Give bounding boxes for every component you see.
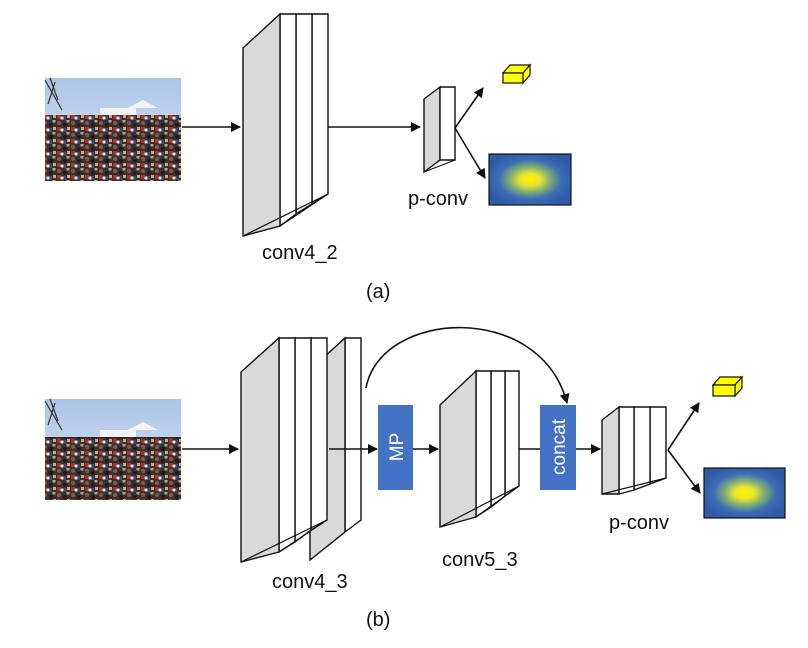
concat-label: concat	[549, 418, 570, 475]
mp-label: MP	[387, 433, 408, 462]
max-pool-box: MP	[378, 405, 413, 490]
p-conv-block-a	[423, 85, 456, 174]
arrow-to-density-b	[667, 449, 701, 494]
conv4_3-block	[240, 336, 362, 563]
conv5_3-block	[439, 369, 520, 528]
crowd-image-a	[44, 77, 181, 181]
density-map-b	[703, 467, 786, 519]
caption-b: (b)	[366, 609, 390, 631]
box-output-icon-b	[711, 375, 744, 398]
arrow-to-density-a	[454, 127, 486, 179]
arrow-to-box-b	[667, 402, 700, 451]
panel-b: conv4_3 MP conv5_3 concat	[44, 326, 786, 631]
conv4_3-label: conv4_3	[272, 571, 348, 593]
crowd-image-b	[44, 398, 181, 500]
density-map-a	[488, 153, 572, 206]
box-output-icon-a	[501, 63, 532, 85]
p-conv-label-a: p-conv	[408, 188, 468, 210]
panel-a: conv4_2 p-conv (a)	[44, 12, 572, 303]
skip-connection-arrow	[365, 326, 570, 404]
concat-box: concat	[540, 405, 576, 490]
p-conv-label-b: p-conv	[609, 512, 669, 534]
caption-a: (a)	[366, 281, 390, 303]
conv4_2-label: conv4_2	[262, 242, 338, 264]
arrow-to-box-a	[454, 87, 484, 129]
p-conv-block-b	[601, 405, 667, 495]
conv4_2-block	[242, 12, 329, 237]
conv5_3-label: conv5_3	[442, 549, 518, 571]
